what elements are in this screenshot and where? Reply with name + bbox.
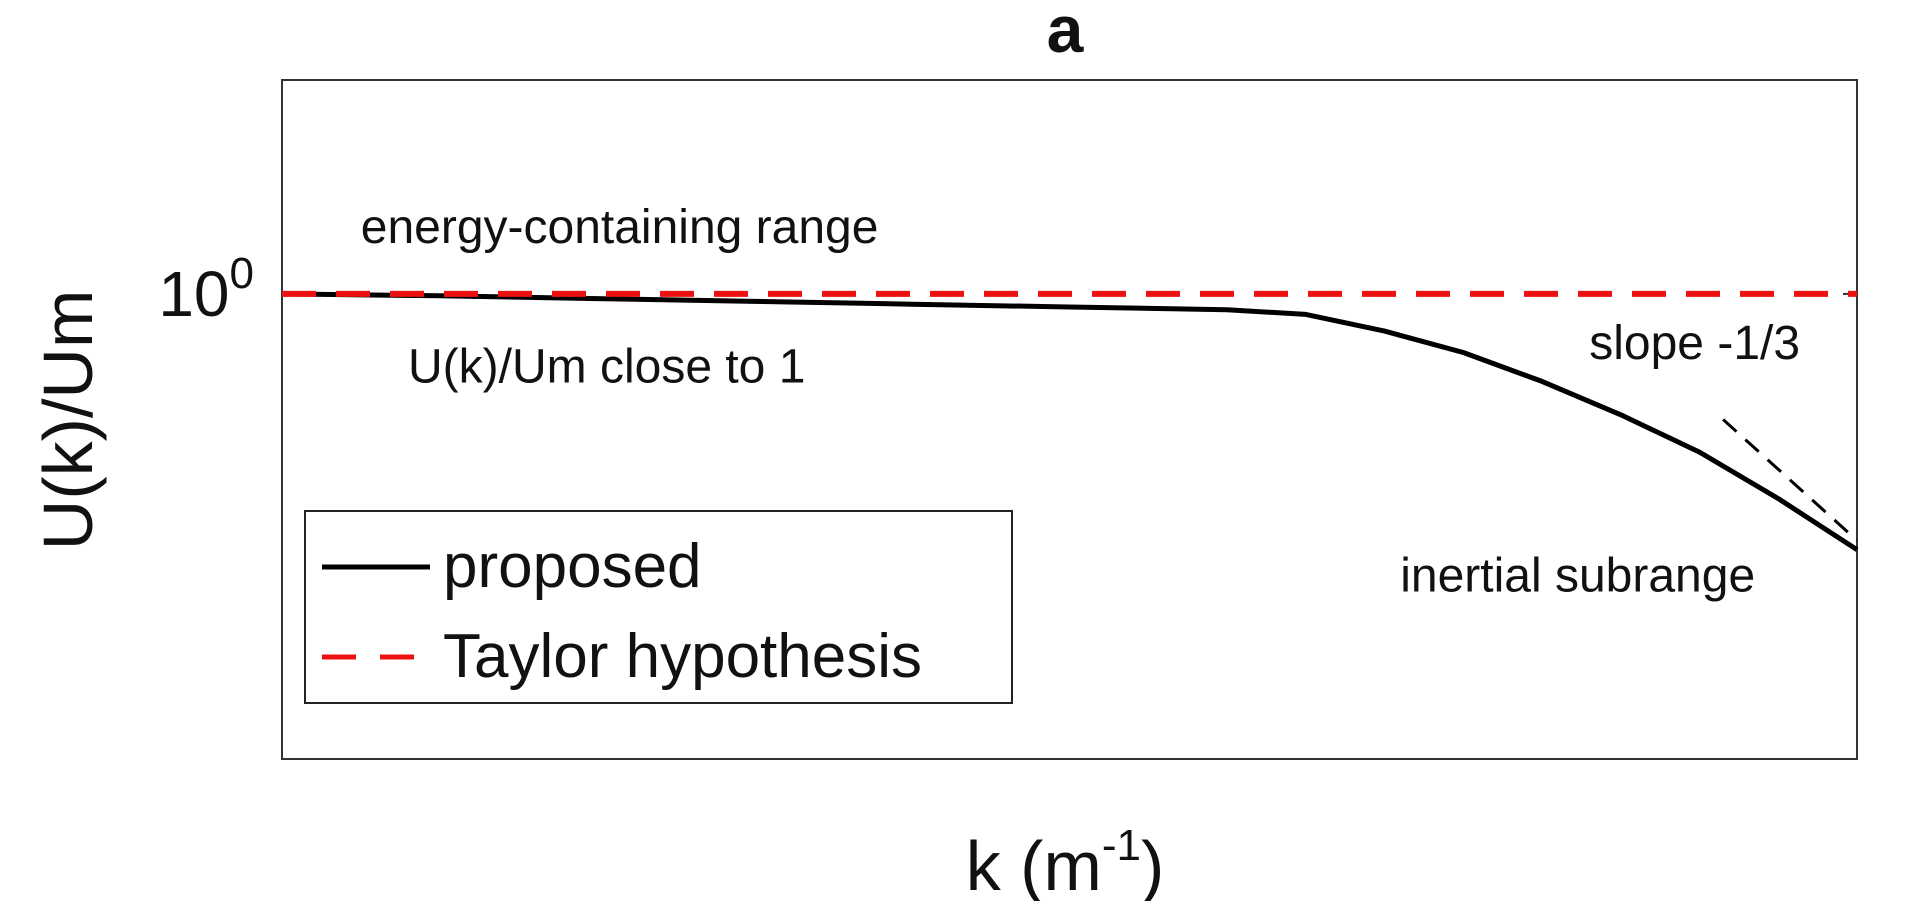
x-axis-label-text: k (m [966, 827, 1102, 901]
y-axis-label: U(k)/Um [29, 290, 107, 550]
series-line-proposed [281, 291, 1859, 552]
series-group [281, 290, 1859, 552]
annotation-3: inertial subrange [1400, 550, 1755, 603]
annotation-2: slope -1/3 [1589, 317, 1800, 370]
x-axis-label-superscript: -1 [1102, 821, 1141, 870]
annotation-0: energy-containing range [361, 201, 879, 254]
legend-label-1: Taylor hypothesis [443, 622, 922, 691]
y-tick-label-0: 100 [158, 249, 254, 330]
y-axis-ticks: 100 [158, 249, 1857, 330]
x-axis-label-suffix: ) [1141, 827, 1164, 901]
slope-reference-line [1722, 418, 1859, 542]
reference-slope-group [1722, 418, 1859, 542]
plot-area-frame [281, 79, 1858, 760]
legend-label-0: proposed [443, 532, 702, 601]
x-axis-label: k (m-1) [966, 821, 1165, 901]
chart-title: a [1047, 0, 1085, 66]
annotation-1: U(k)/Um close to 1 [408, 340, 805, 393]
legend-box [304, 510, 1013, 704]
